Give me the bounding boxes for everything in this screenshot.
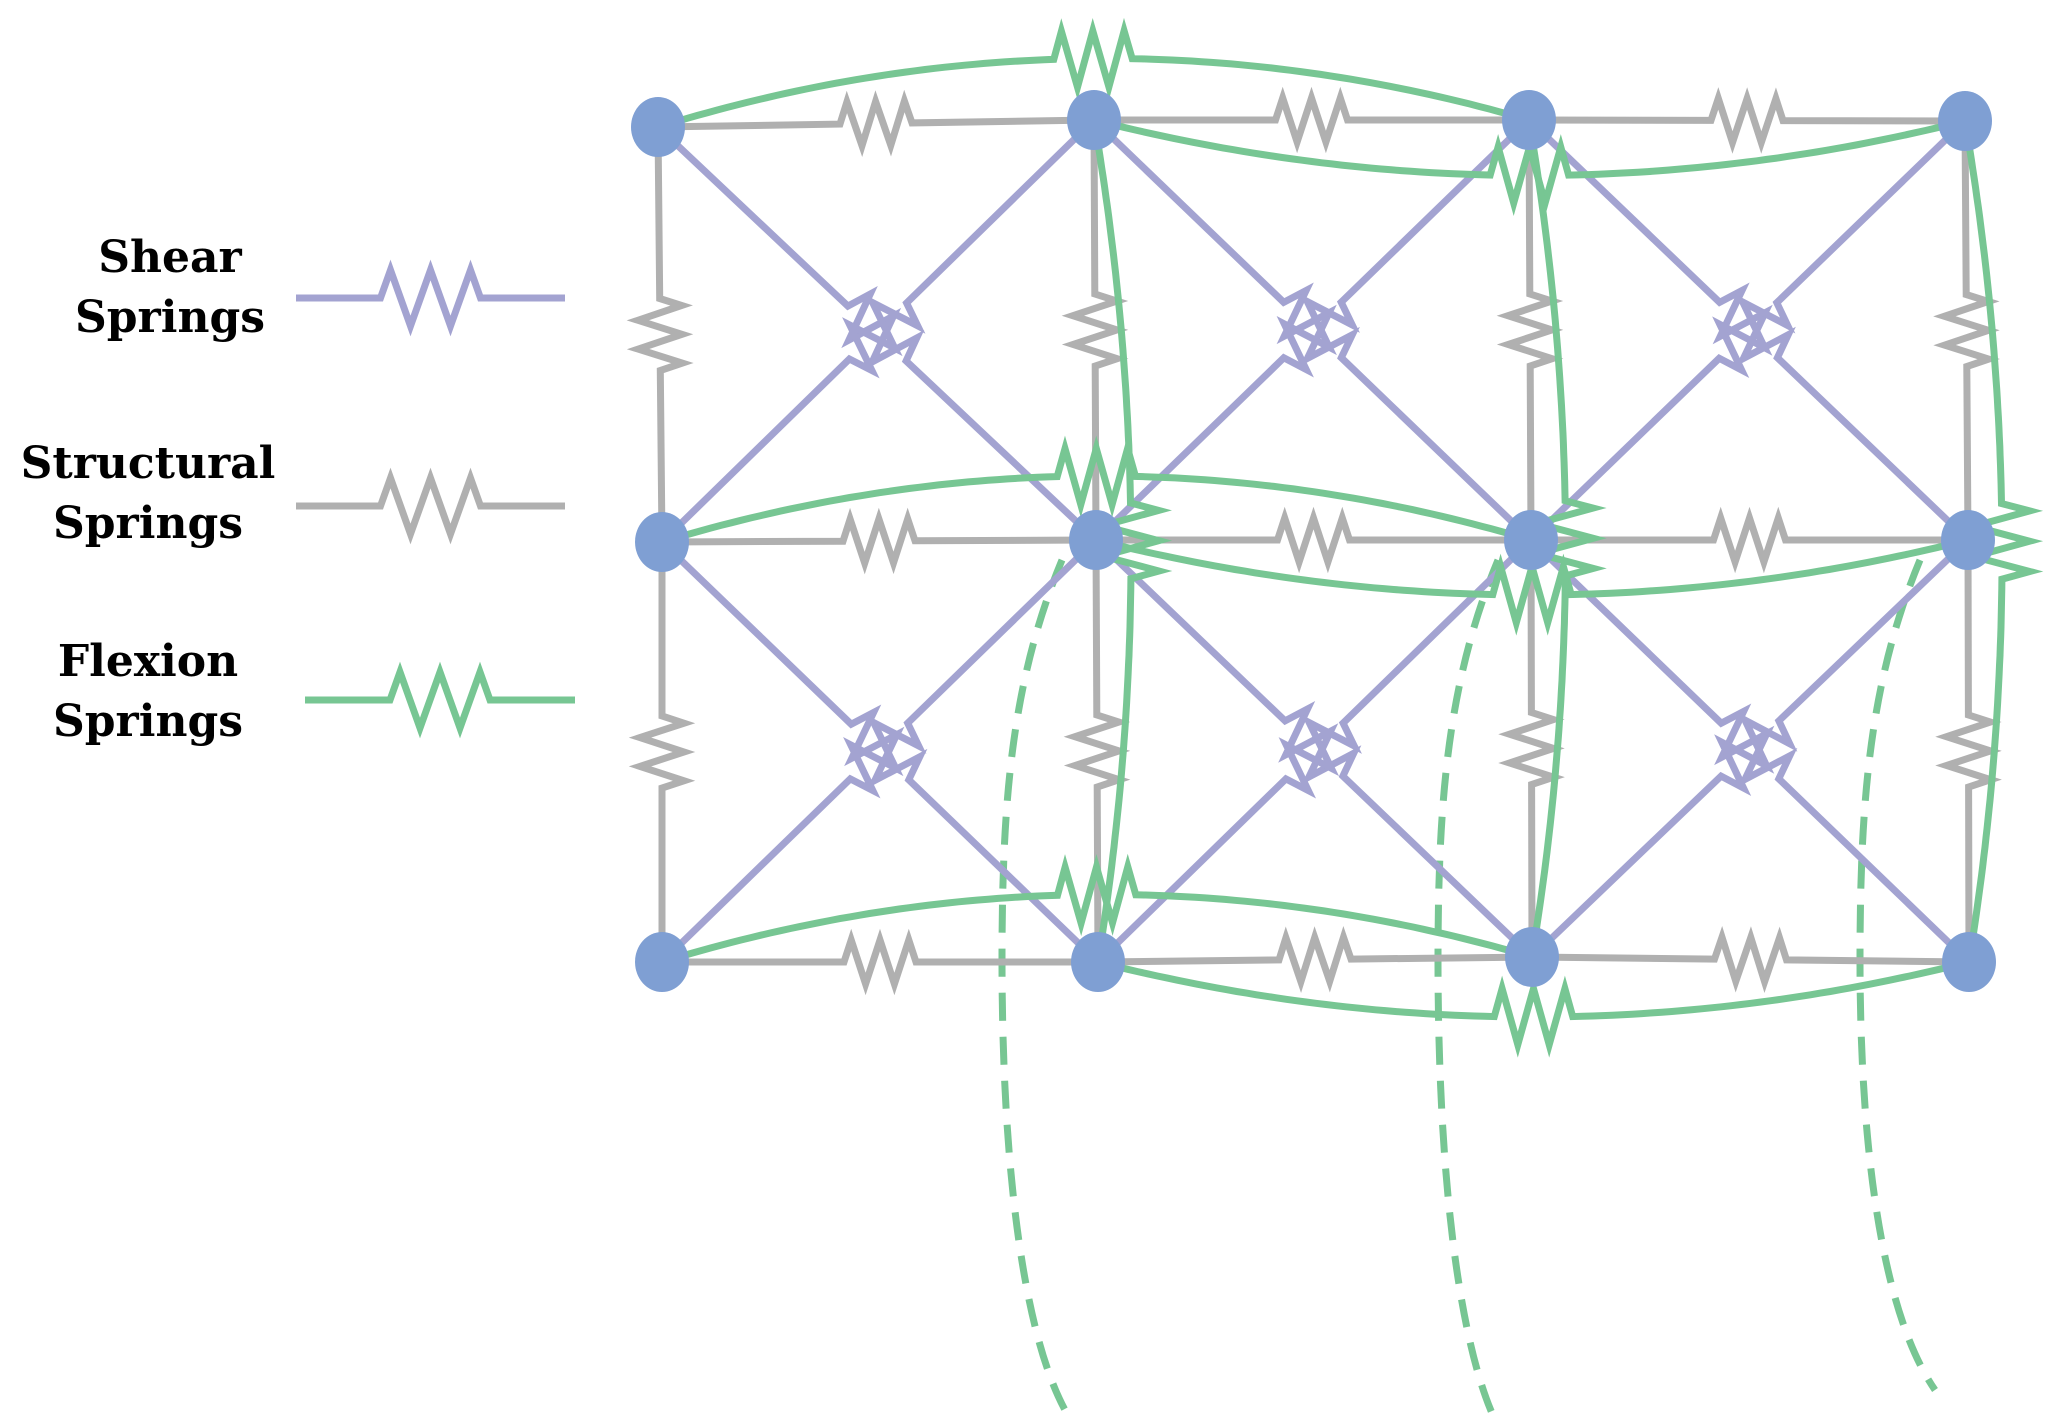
legend-flexion-line2: Springs	[53, 696, 243, 747]
mass-node-icon	[1504, 510, 1558, 570]
flexion-dashed-layer	[998, 558, 1938, 1422]
structural-spring-vertical	[1498, 539, 1565, 958]
structural-spring-horizontal	[661, 507, 1097, 575]
structural-spring-horizontal	[1528, 87, 1966, 154]
structural-spring-horizontal	[1531, 925, 1970, 993]
structural-spring-vertical	[1496, 119, 1564, 541]
shear-spring	[1093, 117, 1532, 543]
legend-label-flexion: Flexion Springs	[18, 632, 278, 752]
structural-spring-horizontal	[1531, 506, 1968, 574]
structural-spring-vertical	[628, 542, 696, 962]
shear-spring	[1528, 118, 1968, 543]
legend-flexion-spring-icon	[305, 661, 575, 739]
legend-structural-line1: Structural	[20, 438, 276, 489]
mass-node-icon	[1502, 90, 1556, 150]
mass-node-icon	[1071, 932, 1125, 992]
legend-icons-layer	[296, 259, 575, 739]
mass-node-icon	[1938, 91, 1992, 151]
structural-spring-vertical	[1061, 119, 1129, 541]
mass-node-icon	[635, 512, 689, 572]
flexion-spring-horizontal	[1097, 958, 1970, 1058]
legend-shear-line2: Springs	[75, 292, 265, 343]
shear-spring	[659, 117, 1097, 545]
flexion-spring-vertical	[1960, 120, 2044, 963]
shear-springs-layer	[655, 117, 1972, 965]
structural-spring-horizontal	[662, 928, 1098, 996]
shear-spring	[1529, 537, 1971, 960]
legend-shear-spring-icon	[296, 259, 565, 337]
legend-structural-line2: Springs	[53, 498, 243, 549]
structural-spring-horizontal	[1094, 86, 1529, 154]
nodes-layer	[631, 90, 1996, 992]
mass-node-icon	[1942, 932, 1996, 992]
flexion-spring-horizontal	[656, 17, 1530, 131]
flexion-dashed-spring	[998, 558, 1069, 1412]
structural-spring-vertical	[1063, 539, 1131, 963]
structural-spring-vertical	[626, 126, 694, 543]
flexion-spring-vertical	[1089, 119, 1173, 963]
structural-spring-horizontal	[657, 89, 1095, 157]
legend-shear-line1: Shear	[98, 232, 242, 283]
flexion-dashed-spring	[1434, 558, 1502, 1422]
flexion-spring-vertical	[1523, 119, 1607, 958]
shear-spring	[659, 537, 1099, 965]
flexion-spring-horizontal	[660, 853, 1533, 966]
legend-label-structural: Structural Springs	[18, 434, 278, 554]
mass-node-icon	[635, 932, 689, 992]
flexion-spring-horizontal	[661, 435, 1532, 546]
mass-node-icon	[1069, 510, 1123, 570]
structural-spring-vertical	[1933, 120, 2000, 541]
structural-spring-horizontal	[1096, 506, 1531, 574]
shear-spring	[1095, 537, 1534, 965]
legend-label-shear: Shear Springs	[40, 228, 300, 348]
mass-node-icon	[631, 97, 685, 157]
structural-springs-layer	[626, 86, 2002, 996]
mass-node-icon	[1505, 927, 1559, 987]
mass-node-icon	[1067, 90, 1121, 150]
legend-flexion-line1: Flexion	[57, 636, 239, 687]
structural-spring-vertical	[1935, 539, 2002, 963]
legend-structural-spring-icon	[296, 467, 565, 545]
structural-spring-horizontal	[1097, 925, 1533, 993]
mass-node-icon	[1941, 510, 1995, 570]
